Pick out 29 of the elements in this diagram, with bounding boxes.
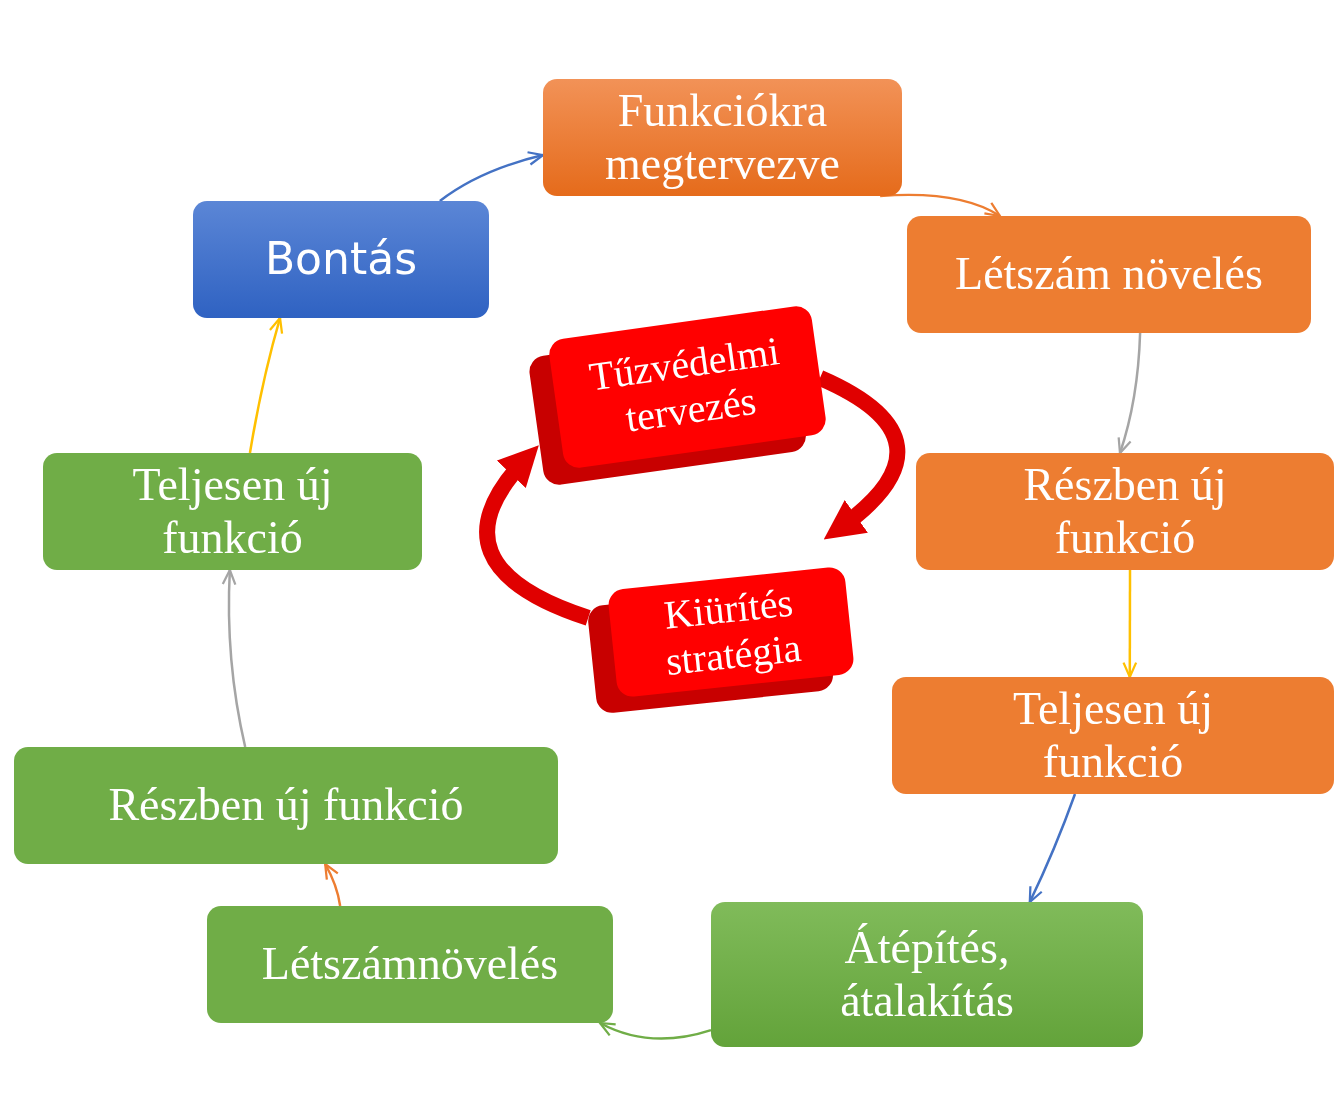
box-label: Kiürítés stratégia xyxy=(661,578,805,686)
box-label: Átépítés, átalakítás xyxy=(839,921,1015,1028)
box-label: Tűzvédelmi tervezés xyxy=(585,327,783,443)
box-label: Teljesen új funkció xyxy=(1012,682,1214,789)
box-label: Teljesen új funkció xyxy=(131,458,334,565)
process-box xyxy=(207,906,613,1023)
box-label: Létszámnövelés xyxy=(261,938,559,991)
process-box xyxy=(543,79,902,196)
process-box xyxy=(892,677,1334,794)
box-label: Részben új funkció xyxy=(1022,458,1228,565)
arrow xyxy=(439,151,545,202)
process-box xyxy=(711,902,1143,1047)
box-label: Részben új funkció xyxy=(108,779,464,832)
arrow xyxy=(1122,570,1138,679)
arrow xyxy=(598,1021,712,1040)
arrow xyxy=(880,193,1002,218)
process-box xyxy=(907,216,1311,333)
arrow xyxy=(248,316,284,454)
arrow xyxy=(324,862,342,907)
process-box xyxy=(916,453,1334,570)
process-box xyxy=(193,201,489,318)
arrow xyxy=(221,568,247,748)
process-box xyxy=(14,747,558,864)
process-box xyxy=(43,453,422,570)
arrow xyxy=(1028,793,1077,904)
box-label: Bontás xyxy=(264,234,418,285)
box-label: Létszám növelés xyxy=(955,248,1263,301)
arrow xyxy=(1117,332,1142,455)
box-label: Funkciókra megtervezve xyxy=(604,84,841,191)
